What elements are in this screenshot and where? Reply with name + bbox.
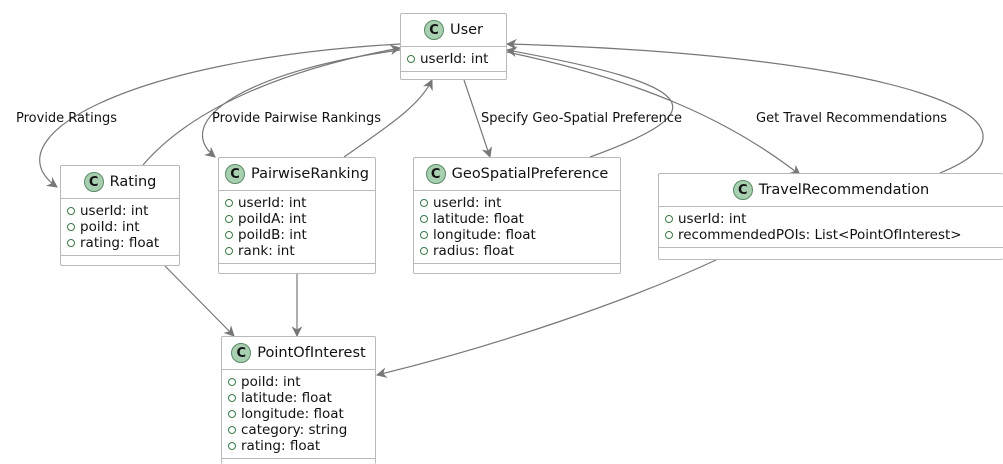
public-visibility-icon <box>225 231 233 239</box>
public-visibility-icon <box>407 55 415 63</box>
edge-rating-user <box>142 44 402 166</box>
edge-travel-poi <box>375 259 717 378</box>
attribute: longitude: float <box>420 227 614 243</box>
attribute-text: latitude: float <box>433 211 524 227</box>
attribute: poiIdA: int <box>225 211 369 227</box>
public-visibility-icon <box>225 215 233 223</box>
class-icon: C <box>425 164 446 184</box>
attribute: userId: int <box>420 195 614 211</box>
attribute-text: poiIdB: int <box>238 227 307 243</box>
public-visibility-icon <box>67 223 75 231</box>
attribute-text: userId: int <box>80 203 149 219</box>
attribute: longitude: float <box>228 406 369 422</box>
attribute: userId: int <box>665 211 997 227</box>
attribute: poiIdB: int <box>225 227 369 243</box>
class-travel-recommendation[interactable]: C TravelRecommendation userId: int recom… <box>658 173 1003 260</box>
class-pairwise-ranking[interactable]: C PairwiseRanking userId: int poiIdA: in… <box>218 157 376 274</box>
label-provide-ratings: Provide Ratings <box>16 111 117 126</box>
attribute-text: userId: int <box>420 51 489 67</box>
attribute-text: poiId: int <box>241 374 301 390</box>
label-specify-geo-spatial-preference: Specify Geo-Spatial Preference <box>481 111 682 126</box>
public-visibility-icon <box>228 410 236 418</box>
attribute: radius: float <box>420 243 614 259</box>
attribute-text: recommendedPOIs: List<PointOfInterest> <box>678 227 962 243</box>
public-visibility-icon <box>420 231 428 239</box>
methods-compartment <box>61 256 179 263</box>
methods-compartment <box>414 264 620 271</box>
attribute-text: rating: float <box>80 235 160 251</box>
public-visibility-icon <box>228 394 236 402</box>
attribute: rating: float <box>228 438 369 454</box>
public-visibility-icon <box>228 442 236 450</box>
edge-travel-user <box>505 38 984 174</box>
public-visibility-icon <box>67 239 75 247</box>
attribute: userId: int <box>407 51 500 67</box>
attribute-text: poiIdA: int <box>238 211 307 227</box>
public-visibility-icon <box>665 215 673 223</box>
edge-user-rating <box>39 43 401 188</box>
edge-geo-user <box>505 46 674 158</box>
attribute: rank: int <box>225 243 369 259</box>
class-icon: C <box>83 172 104 192</box>
class-name: PointOfInterest <box>257 345 366 361</box>
label-provide-pairwise-rankings: Provide Pairwise Rankings <box>212 111 381 126</box>
attribute-text: rank: int <box>238 243 295 259</box>
public-visibility-icon <box>225 199 233 207</box>
attribute-text: rating: float <box>241 438 321 454</box>
class-icon: C <box>732 180 753 200</box>
attribute-text: userId: int <box>238 195 307 211</box>
edge-user-pairwise <box>202 49 401 158</box>
attribute: poiId: int <box>67 219 173 235</box>
methods-compartment <box>401 72 506 79</box>
public-visibility-icon <box>665 231 673 239</box>
label-get-travel-recommendations: Get Travel Recommendations <box>756 111 948 126</box>
attribute-text: latitude: float <box>241 390 332 406</box>
attribute-text: radius: float <box>433 243 514 259</box>
attribute: userId: int <box>225 195 369 211</box>
edge-user-travel <box>506 51 801 176</box>
attribute: userId: int <box>67 203 173 219</box>
attribute-text: userId: int <box>678 211 747 227</box>
class-name: TravelRecommendation <box>758 182 930 198</box>
attribute-text: userId: int <box>433 195 502 211</box>
public-visibility-icon <box>228 426 236 434</box>
class-name: User <box>449 22 484 38</box>
edge-rating-poi <box>164 265 235 337</box>
class-user[interactable]: C User userId: int <box>400 13 507 80</box>
edge-user-geo <box>463 79 493 159</box>
attribute-text: longitude: float <box>241 406 344 422</box>
methods-compartment <box>219 264 375 271</box>
attribute: latitude: float <box>228 390 369 406</box>
public-visibility-icon <box>420 247 428 255</box>
class-icon: C <box>225 164 245 184</box>
class-rating[interactable]: C Rating userId: int poiId: int rating: … <box>60 165 180 266</box>
class-name: PairwiseRanking <box>251 166 369 182</box>
public-visibility-icon <box>67 207 75 215</box>
public-visibility-icon <box>228 378 236 386</box>
attribute: category: string <box>228 422 369 438</box>
class-point-of-interest[interactable]: C PointOfInterest poiId: int latitude: f… <box>221 336 376 464</box>
class-icon: C <box>423 20 444 40</box>
class-geo-spatial-preference[interactable]: C GeoSpatialPreference userId: int latit… <box>413 157 621 274</box>
attribute-text: longitude: float <box>433 227 536 243</box>
attribute: rating: float <box>67 235 173 251</box>
public-visibility-icon <box>225 247 233 255</box>
class-name: GeoSpatialPreference <box>451 166 609 182</box>
attribute-text: poiId: int <box>80 219 140 235</box>
attribute: latitude: float <box>420 211 614 227</box>
public-visibility-icon <box>420 215 428 223</box>
public-visibility-icon <box>420 199 428 207</box>
edge-pairwise-user <box>343 79 433 158</box>
methods-compartment <box>659 248 1003 255</box>
attribute: poiId: int <box>228 374 369 390</box>
attribute: recommendedPOIs: List<PointOfInterest> <box>665 227 997 243</box>
class-icon: C <box>231 343 252 363</box>
class-name: Rating <box>109 174 157 190</box>
attribute-text: category: string <box>241 422 348 438</box>
